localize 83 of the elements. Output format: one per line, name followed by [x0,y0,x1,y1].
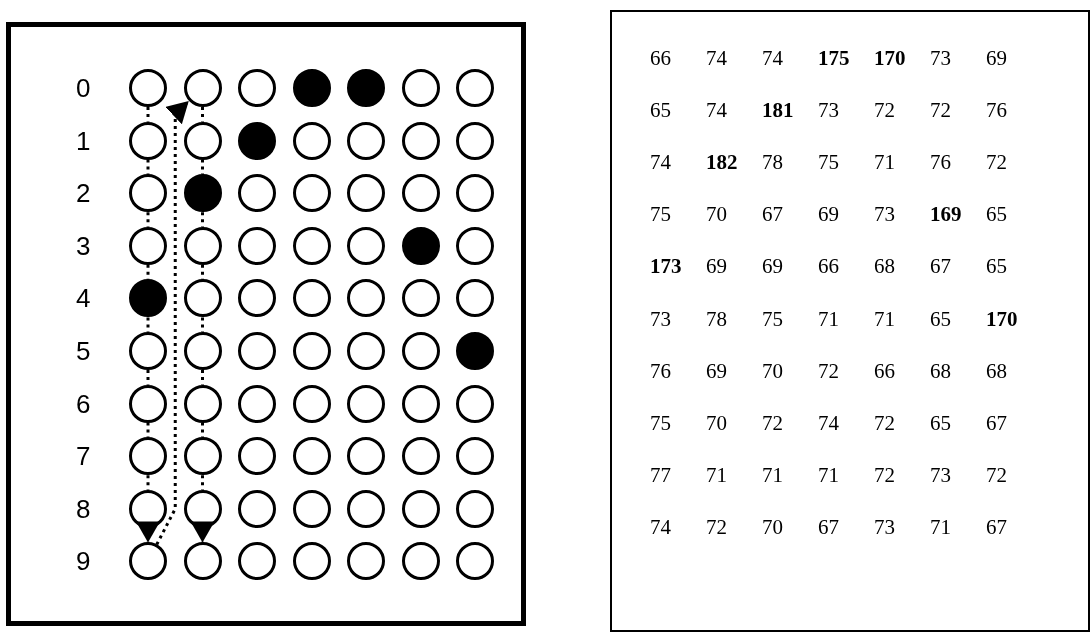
pixel-value: 76 [986,100,1007,122]
pixel-value: 71 [818,464,839,486]
pixel-value: 72 [874,412,895,434]
row-number: 9 [76,548,91,575]
pixel-value: 175 [818,48,850,69]
pixel-value: 71 [762,464,783,486]
pixel-value: 75 [762,308,783,330]
pixel-value: 74 [762,48,783,69]
pixel-value: 72 [986,152,1007,174]
row-number: 3 [76,232,91,259]
pixel-value: 170 [986,308,1018,330]
pixel-value: 169 [930,204,962,226]
pixel-value: 182 [706,152,738,174]
pixel-value: 70 [706,204,727,226]
pixel-value: 67 [818,516,839,538]
pixel-value: 65 [986,256,1007,278]
pixel-value: 66 [650,48,671,69]
pixel-value: 69 [706,360,727,382]
pixel-value: 76 [930,152,951,174]
pixel-value: 70 [706,412,727,434]
pixel-value: 66 [818,256,839,278]
row-number: 0 [76,75,91,101]
pixel-value: 74 [818,412,839,434]
pixel-value: 73 [650,308,671,330]
pixel-value: 181 [762,100,794,122]
pixel-value: 74 [650,516,671,538]
pixel-value: 78 [762,152,783,174]
pixel-value: 75 [818,152,839,174]
pixel-value: 73 [930,464,951,486]
pixel-value: 69 [706,256,727,278]
pixel-value: 74 [650,152,671,174]
row-number: 7 [76,443,91,470]
pixel-value: 72 [818,360,839,382]
row-number: 1 [76,127,91,154]
pixel-value: 69 [986,48,1007,69]
pixel-value: 70 [762,360,783,382]
pixel-value: 170 [874,48,906,69]
row-number: 6 [76,390,91,417]
pixel-value: 72 [874,464,895,486]
pixel-value: 73 [930,48,951,69]
pixel-value: 72 [930,100,951,122]
pixel-value: 66 [874,360,895,382]
pixel-value: 69 [762,256,783,278]
pixel-value: 72 [986,464,1007,486]
pixel-value: 65 [930,412,951,434]
pixel-value: 73 [818,100,839,122]
pixel-value: 72 [762,412,783,434]
pixel-value: 65 [650,100,671,122]
row-number: 5 [76,338,91,364]
pixel-value: 71 [818,308,839,330]
pixel-value: 71 [706,464,727,486]
row-number: 2 [76,180,91,207]
pixel-value: 67 [986,412,1007,434]
pixel-value: 173 [650,256,682,278]
pixel-value: 71 [874,308,895,330]
dotted-arrow [190,521,215,543]
dotted-arrow [136,521,160,543]
pixel-value: 70 [762,516,783,538]
row-number: 8 [76,495,91,522]
pixel-value: 68 [930,360,951,382]
pixel-value: 74 [706,100,727,122]
pixel-value: 76 [650,360,671,382]
pixel-value: 73 [874,516,895,538]
pixel-value: 74 [706,48,727,69]
pixel-value: 75 [650,204,671,226]
row-number: 4 [76,285,91,312]
pixel-value: 77 [650,464,671,486]
pixel-value: 67 [762,204,783,226]
pixel-value: 71 [874,152,895,174]
pixel-value: 65 [930,308,951,330]
pixel-value: 73 [874,204,895,226]
pixel-value: 78 [706,308,727,330]
pixel-value: 68 [874,256,895,278]
pixel-value: 68 [986,360,1007,382]
dotted-arrow [155,100,190,546]
pixel-value: 67 [986,516,1007,538]
pixel-value: 75 [650,412,671,434]
pixel-value: 65 [986,204,1007,226]
pixel-value: 72 [874,100,895,122]
pixel-value: 67 [930,256,951,278]
pixel-value: 71 [930,516,951,538]
pixel-value: 72 [706,516,727,538]
pixel-value: 69 [818,204,839,226]
